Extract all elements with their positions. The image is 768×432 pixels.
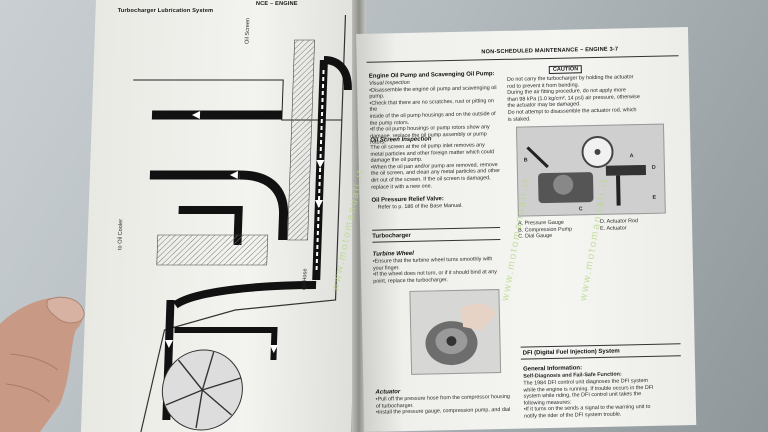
- hand: [0, 296, 85, 432]
- right-page-header: NON-SCHEDULED MAINTENANCE – ENGINE 3-7: [481, 46, 619, 56]
- dfi-body: The 1984 DFI control unit diagnoses the …: [523, 377, 654, 420]
- to-oil-cooler-label: to Oil Cooler: [117, 218, 125, 250]
- header-rule: [366, 55, 679, 63]
- dfi-rule-top: [520, 343, 681, 348]
- turbine-wheel-photo: [409, 289, 502, 375]
- photo-legend-right: D. Actuator Rod E. Actuator: [599, 218, 639, 232]
- section-relief-valve-body: Refer to p. 186 of the Base Manual.: [377, 202, 463, 211]
- turbo-rule-top: [372, 227, 501, 231]
- caution-box: CAUTION: [548, 65, 583, 74]
- section-turbine-wheel-body: •Ensure that the turbine wheel turns smo…: [372, 256, 497, 285]
- photo-label-d: D: [651, 164, 656, 171]
- section-actuator-body: •Pull off the pressure hose from the com…: [375, 393, 511, 416]
- section-actuator-title: Actuator: [375, 389, 401, 396]
- photo-label-e: E: [652, 194, 657, 201]
- section-oil-screen-body: The oil screen at the oil pump inlet rem…: [370, 142, 501, 191]
- photo-label-a: A: [629, 153, 634, 160]
- right-page: NON-SCHEDULED MAINTENANCE – ENGINE 3-7 E…: [356, 27, 697, 432]
- photo-label-c: C: [578, 206, 583, 213]
- left-page: Turbocharger Lubrication System NCE – EN…: [80, 0, 366, 432]
- section-turbocharger-title: Turbocharger: [372, 232, 411, 240]
- lubrication-diagram: [133, 15, 352, 432]
- photo-legend-left: A. Pressure Gauge B. Compression Pump C.…: [517, 219, 573, 240]
- photo-label-b: B: [523, 157, 528, 164]
- oil-hose-label: Oil Hose: [301, 268, 309, 290]
- actuator-test-photo: A B C D E: [515, 123, 666, 217]
- oil-screen-label: Oil Screen: [244, 17, 252, 44]
- caution-text: Do not carry the turbocharger by holding…: [506, 74, 640, 123]
